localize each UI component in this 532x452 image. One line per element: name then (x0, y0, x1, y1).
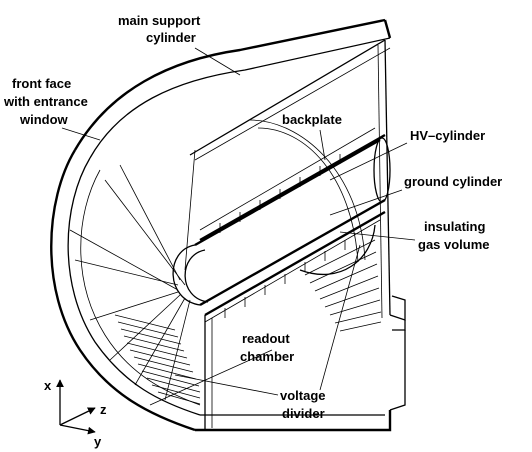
svg-text:with entrance: with entrance (3, 94, 88, 109)
z-axis-arrow (59, 407, 96, 426)
svg-text:cylinder: cylinder (146, 30, 196, 45)
svg-text:HV–cylinder: HV–cylinder (410, 128, 485, 143)
inner-drift-cylinder-shape (199, 133, 386, 430)
svg-text:insulating: insulating (424, 219, 485, 234)
svg-text:main support: main support (118, 13, 201, 28)
hv-cylinder-shape (172, 137, 391, 307)
svg-text:window: window (19, 112, 69, 127)
label-main-support-cylinder: main support cylinder (118, 13, 241, 76)
svg-text:divider: divider (282, 406, 325, 421)
label-front-face: front face with entrance window (3, 76, 101, 141)
x-axis-label: x (44, 378, 52, 393)
label-insulating-gas-volume: insulating gas volume (339, 219, 490, 252)
y-axis-arrow (59, 424, 96, 435)
label-ground-cylinder: ground cylinder (329, 174, 502, 216)
label-hv-cylinder: HV–cylinder (329, 128, 485, 181)
y-axis-label: y (94, 434, 102, 449)
field-strips (199, 127, 381, 323)
label-backplate: backplate (282, 112, 342, 161)
readout-chamber-hatch (114, 314, 201, 405)
z-axis-label: z (100, 402, 107, 417)
svg-text:front face: front face (12, 76, 71, 91)
coordinate-axes: x z y (44, 378, 107, 449)
label-voltage-divider: voltage divider (174, 244, 361, 421)
svg-text:chamber: chamber (240, 349, 294, 364)
svg-text:gas volume: gas volume (418, 237, 490, 252)
label-readout-chamber: readout chamber (149, 331, 294, 406)
svg-text:backplate: backplate (282, 112, 342, 127)
front-face-shape (50, 149, 406, 432)
svg-text:ground cylinder: ground cylinder (404, 174, 502, 189)
main-support-cylinder-shape (73, 18, 406, 331)
svg-text:readout: readout (242, 331, 290, 346)
svg-text:voltage: voltage (280, 388, 326, 403)
